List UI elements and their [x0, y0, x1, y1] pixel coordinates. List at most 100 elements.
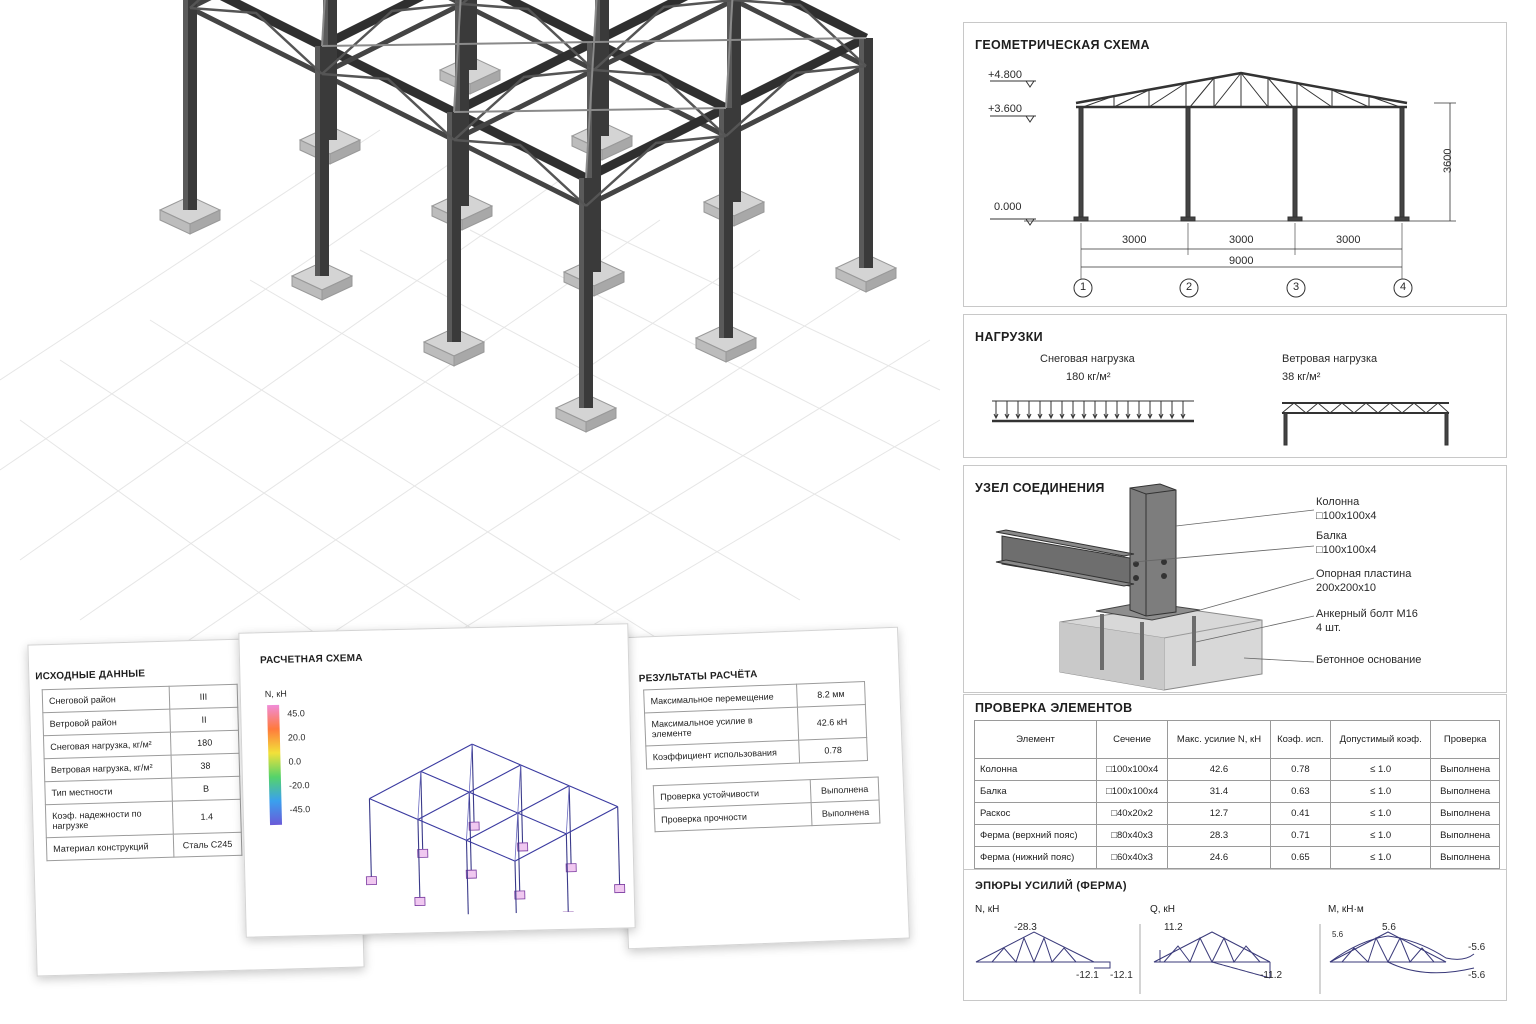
- table-cell: Выполнена: [1430, 802, 1500, 825]
- snow-load-arrow: [1180, 401, 1186, 420]
- snow-load-arrow: [993, 401, 999, 420]
- calc-column: [368, 798, 372, 879]
- snow-load-arrow: [1125, 401, 1131, 420]
- q-right-label: -11.2: [1260, 970, 1283, 981]
- snow-load-arrow: [1081, 401, 1087, 420]
- span-2: 3000: [1229, 234, 1254, 246]
- calc-column: [617, 806, 621, 887]
- m-right-label-b: -5.6: [1468, 970, 1486, 981]
- height-dimension: 3600: [1442, 148, 1454, 173]
- check-header: Коэф. исп.: [1269, 720, 1332, 759]
- input-data-value: Сталь С245: [173, 832, 242, 858]
- m-right-label-a: -5.6: [1468, 942, 1486, 953]
- footing: [321, 275, 353, 301]
- table-cell: Выполнена: [1430, 780, 1500, 803]
- callout-spec: □100x100x4: [1316, 510, 1377, 522]
- result-value: 8.2 мм: [796, 681, 866, 708]
- truss-diagonal: [453, 68, 595, 141]
- m-diagram-title: М, кН·м: [1328, 904, 1364, 915]
- column-footings: [158, 55, 898, 433]
- truss-diagonal: [733, 0, 867, 67]
- roof-beam: [188, 5, 588, 209]
- calc-column: [517, 813, 521, 894]
- axis-2: 2: [1186, 281, 1193, 293]
- legend-value: 0.0: [288, 756, 302, 767]
- table-cell: ≤ 1.0: [1330, 780, 1432, 803]
- column: [727, 0, 732, 202]
- truss-diagonal: [461, 2, 595, 71]
- truss-diagonal: [725, 64, 867, 137]
- span-1: 3000: [1122, 234, 1147, 246]
- table-cell: Колонна: [973, 758, 1098, 781]
- callout-name: Анкерный болт М16: [1316, 608, 1418, 620]
- snow-load-arrow: [1048, 401, 1054, 420]
- table-cell: ≤ 1.0: [1330, 846, 1432, 869]
- loads-drawing: [992, 400, 1450, 446]
- callout-spec: □100x100x4: [1316, 544, 1377, 556]
- table-cell: 0.41: [1269, 802, 1332, 825]
- table-cell: 0.65: [1269, 846, 1332, 869]
- table-cell: □40x20x2: [1096, 802, 1169, 825]
- input-data-value: 1.4: [172, 799, 242, 835]
- truss-diagonal: [189, 6, 323, 75]
- snow-load-arrow: [1070, 401, 1076, 420]
- input-data-value: III: [169, 684, 238, 710]
- calc-wireframe: [365, 743, 626, 918]
- axis-4: 4: [1400, 281, 1407, 293]
- level-ground: 0.000: [994, 201, 1022, 213]
- calc-column: [520, 764, 524, 845]
- n-diagram-title: N, кН: [975, 904, 1000, 915]
- snow-load-label: Снеговая нагрузка: [1040, 353, 1135, 365]
- truss-diagonal: [453, 138, 587, 207]
- total-span: 9000: [1229, 255, 1254, 267]
- loads-panel: НАГРУЗКИ Снеговая нагрузка 180 кг/м² Вет…: [963, 314, 1507, 458]
- check-header: Сечение: [1096, 720, 1169, 759]
- column: [859, 38, 864, 268]
- input-data-value: В: [171, 776, 241, 802]
- table-cell: □60x40x3: [1096, 846, 1169, 869]
- footing: [461, 205, 493, 231]
- truss-diagonal: [321, 2, 463, 75]
- calc-scheme-title: РАСЧЕТНАЯ СХЕМА: [259, 652, 363, 667]
- snow-load-arrow: [1015, 401, 1021, 420]
- wind-load-value: 38 кг/м²: [1282, 371, 1321, 383]
- footing: [453, 341, 485, 367]
- callout-name: Балка: [1316, 530, 1347, 542]
- input-data-value: II: [169, 707, 239, 733]
- geometry-drawing: [990, 71, 1456, 298]
- calc-support: [465, 869, 477, 879]
- calc-column: [471, 744, 475, 825]
- column: [183, 0, 188, 210]
- force-color-legend: [267, 704, 283, 826]
- results-sheet: РЕЗУЛЬТАТЫ РАСЧЁТА Максимальное перемеще…: [616, 626, 910, 950]
- input-data-label: Материал конструкций: [46, 834, 174, 861]
- snow-load-arrow: [1092, 401, 1098, 420]
- column: [719, 108, 724, 338]
- calc-beam: [369, 798, 516, 862]
- axis-3: 3: [1293, 281, 1300, 293]
- input-data-value: 38: [171, 753, 240, 779]
- truss-diagonal: [585, 134, 727, 207]
- calc-support: [562, 911, 574, 918]
- column: [447, 112, 452, 342]
- calc-brace: [565, 785, 570, 834]
- check-value: Выполнена: [810, 777, 880, 803]
- wind-load-label: Ветровая нагрузка: [1282, 353, 1378, 365]
- table-cell: 28.3: [1167, 824, 1271, 847]
- truss-bracing: [189, 0, 867, 207]
- legend-value: 20.0: [287, 732, 306, 743]
- table-cell: 0.63: [1269, 780, 1332, 803]
- table-cell: Выполнена: [1430, 824, 1500, 847]
- callout-spec: 200x200x10: [1316, 582, 1376, 594]
- table-cell: 31.4: [1167, 780, 1271, 803]
- level-eaves: +3.600: [988, 103, 1022, 115]
- check-header: Макс. усилие N, кН: [1167, 720, 1271, 759]
- table-cell: 0.71: [1269, 824, 1332, 847]
- snow-load-arrow: [1147, 401, 1153, 420]
